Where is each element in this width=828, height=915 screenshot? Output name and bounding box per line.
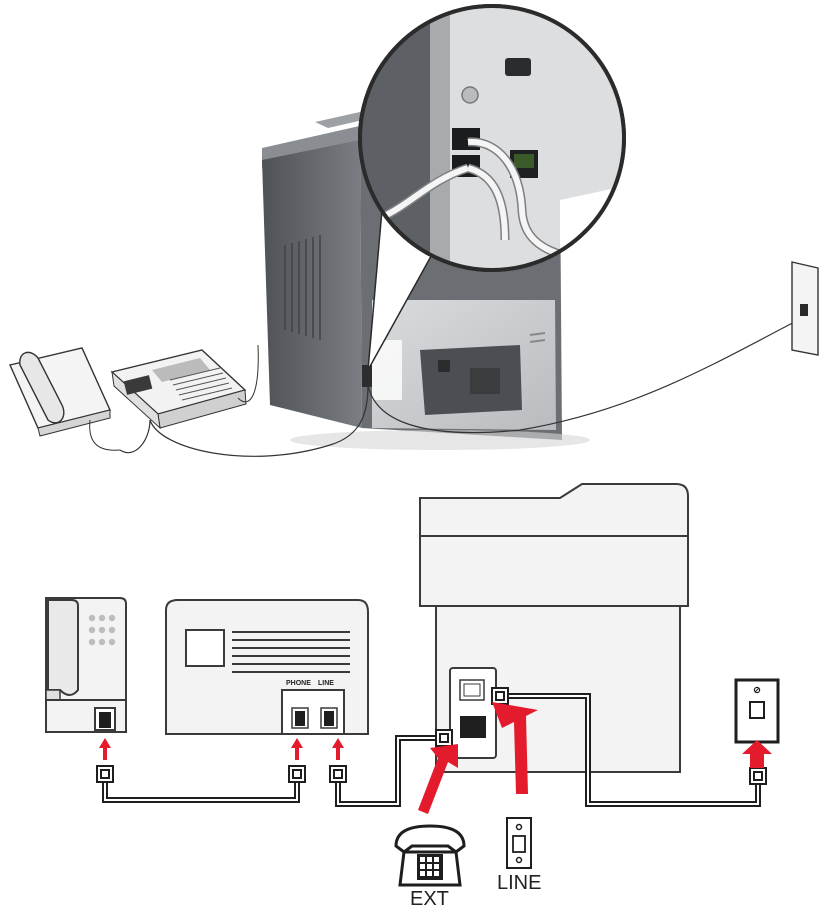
schematic-cables: [102, 693, 761, 807]
keypad-phone-icon: [394, 824, 466, 887]
answering-machine-icon: [165, 599, 369, 735]
wall-jack-icon: [506, 817, 532, 869]
wall-jack-icon: [734, 678, 780, 744]
red-arrow-icon: [418, 702, 772, 814]
phone-port-label: PHONE: [286, 680, 311, 687]
printer-icon: [419, 483, 689, 773]
rj11-plug-icon: [96, 687, 767, 785]
telephone-icon: [45, 597, 127, 733]
wall-jack-line-label: LINE: [497, 872, 542, 894]
wall-outlet-photo: [791, 261, 819, 356]
answering-machine-photo: [110, 344, 259, 430]
telephone-photo: [9, 347, 121, 451]
line-port-label: LINE: [318, 680, 334, 687]
red-arrow-icon: [99, 738, 344, 760]
extension-label: EXT: [410, 888, 449, 910]
photo-cables: [119, 314, 809, 457]
